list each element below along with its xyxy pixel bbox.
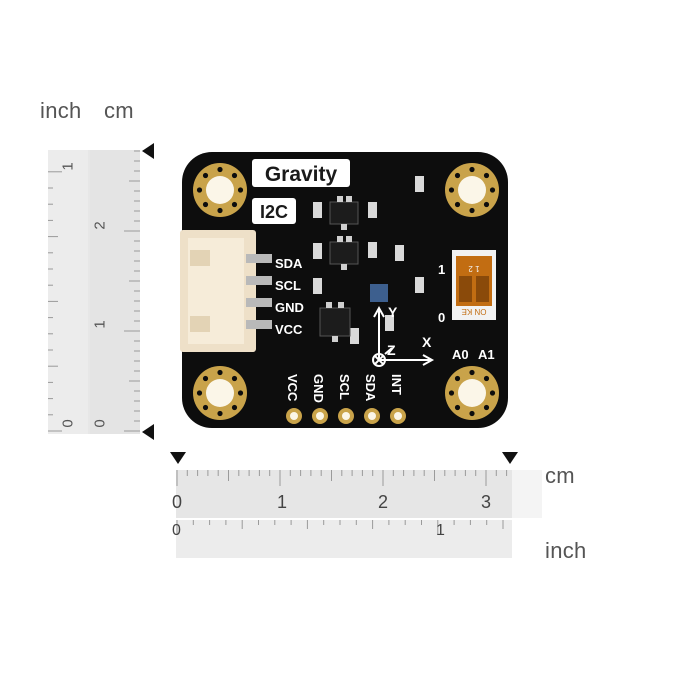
via-dot [483,404,490,411]
connector-pin-label: SDA [275,256,303,271]
bottom-pin-label: INT [389,374,404,395]
via-dot [483,172,490,179]
bottom-pin-label: GND [311,374,326,403]
via-dot [217,207,223,214]
via-dot [237,390,244,396]
via-dot [202,375,209,382]
dip-off-label: 0 [438,310,445,325]
vertical-cm-tick-label-0: 0 [91,419,109,428]
vertical-ruler-cm-unit: cm [104,98,134,123]
connector-pin-label: VCC [275,322,303,337]
address-a1-label: A1 [478,347,495,362]
via-dot [231,201,238,208]
top-edge-marker-icon [142,143,154,159]
dip-switch-numbers: 1 2 [468,264,480,273]
bottom-edge-marker-icon [142,424,154,440]
horizontal-ruler-cm-unit: cm [545,463,575,488]
via-dot [469,410,475,417]
via-dot [469,369,475,376]
via-dot [237,187,244,193]
vertical-cm-tick-label-1: 1 [91,320,109,329]
vertical-ruler-inch-unit: inch [40,98,82,123]
axis-indicator-icon [372,305,435,367]
vertical-ruler-graphic [48,150,140,434]
horizontal-cm-tick-label-0: 0 [172,492,183,512]
via-dot [202,172,209,179]
brand-label: Gravity [265,163,338,186]
left-edge-marker-icon [170,452,186,464]
via-dot [217,369,223,376]
via-dot [483,375,490,382]
bottom-pin-label: SCL [337,374,352,400]
horizontal-cm-tick-label-3: 3 [481,492,492,512]
sensor-chip [370,284,388,302]
horizontal-cm-ruler-graphic [176,470,518,518]
via-dot [489,187,496,193]
bottom-pin-label: VCC [285,374,300,402]
via-dot [202,404,209,411]
right-edge-marker-icon [502,452,518,464]
via-dot [196,187,203,193]
horizontal-cm-ruler-extension [512,470,542,518]
pin-pad-icon [286,408,406,424]
horizontal-cm-tick-label-1: 1 [277,492,288,512]
horizontal-inch-ruler-graphic [176,520,512,558]
horizontal-inch-tick-label-1: 1 [436,522,445,539]
dip-switch-text: ON KE [462,307,487,316]
via-dot [217,410,223,417]
connector-pin-label: SCL [275,278,301,293]
vertical-cm-tick-label-2: 2 [91,221,109,230]
via-dot [469,166,475,173]
vertical-ruler [48,150,140,434]
horizontal-cm-ruler [176,470,518,518]
z-axis-label: Z [387,342,396,358]
sensor-board: Gravity I2C [180,150,510,430]
via-dot [231,172,238,179]
address-a0-label: A0 [452,347,469,362]
via-dot [483,201,490,208]
vertical-inch-tick-label-0: 0 [59,419,77,428]
via-dot [489,390,496,396]
via-dot [217,166,223,173]
horizontal-cm-tick-label-2: 2 [378,492,389,512]
via-dot [196,390,203,396]
via-dot [202,201,209,208]
horizontal-ruler-inch-unit: inch [545,538,587,563]
interface-label: I2C [260,202,288,222]
horizontal-inch-ruler [176,520,512,558]
via-dot [448,390,455,396]
via-dot [454,404,461,411]
via-dot [448,187,455,193]
via-dot [469,207,475,214]
x-axis-label: X [422,334,432,350]
connector-pin-label: GND [275,300,304,315]
dip-on-label: 1 [438,262,445,277]
sensor-board-graphic: Gravity I2C [180,152,508,428]
vertical-inch-tick-label-1: 1 [59,162,77,171]
via-dot [231,375,238,382]
via-dot [454,375,461,382]
via-dot [454,172,461,179]
horizontal-inch-tick-label-0: 0 [172,522,181,539]
via-dot [454,201,461,208]
via-dot [231,404,238,411]
y-axis-label: Y [388,304,398,320]
bottom-pin-label: SDA [363,374,378,402]
